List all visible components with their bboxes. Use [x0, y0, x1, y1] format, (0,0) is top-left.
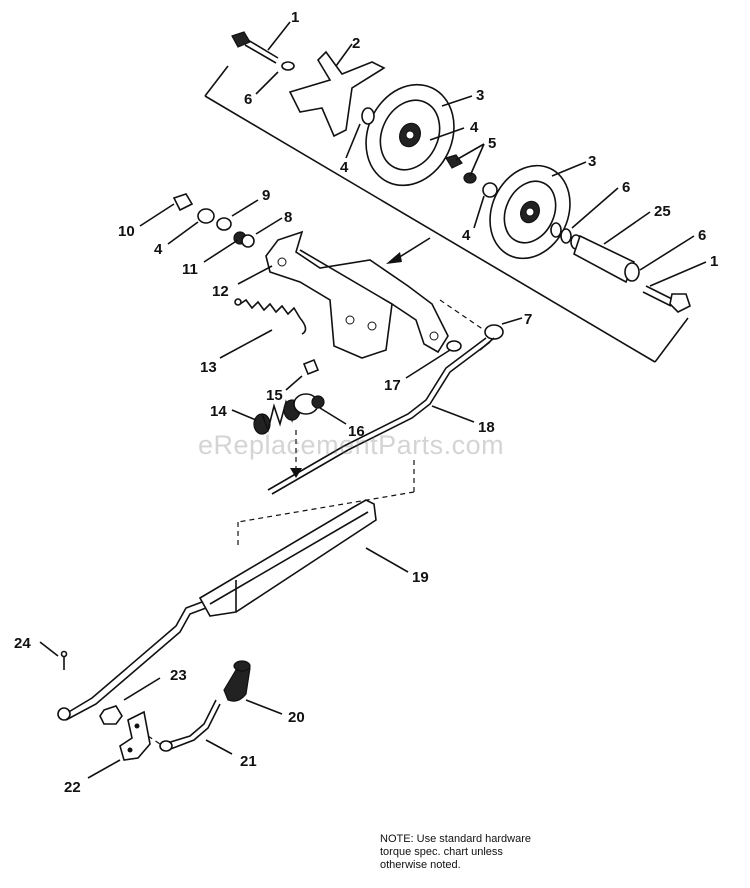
part-16-collar [293, 393, 325, 415]
down-arrow-head [290, 468, 302, 478]
callout-4-upper-left: 4 [340, 159, 349, 176]
callout-6-right-lower: 6 [698, 227, 706, 244]
part-1-bolt-right [642, 285, 691, 313]
callout-10: 10 [118, 223, 135, 240]
part-22-bracket [119, 710, 151, 761]
part-25-shaft [550, 222, 636, 284]
leader-lines [39, 21, 707, 779]
part-7-pin [439, 299, 504, 340]
note-line-1: NOTE: Use standard hardware [380, 833, 532, 845]
part-19-arm [57, 601, 207, 721]
part-4-spacer-upper [361, 107, 375, 125]
note-line-3: otherwise noted. [380, 859, 461, 871]
callout-7: 7 [524, 311, 532, 328]
callout-12: 12 [212, 283, 229, 300]
note-block: NOTE: Use standard hardware torque spec.… [380, 833, 610, 872]
callout-4-upper-right: 4 [470, 119, 479, 136]
callout-5: 5 [488, 135, 496, 152]
part-17-clip [446, 340, 462, 352]
callout-17: 17 [384, 377, 401, 394]
part-4-spacer-left [197, 208, 215, 224]
callout-19: 19 [412, 569, 429, 586]
callout-labels: 1 2 6 3 4 4 5 3 4 6 25 6 1 9 10 4 8 11 1… [14, 9, 718, 796]
part-9-washer [216, 217, 232, 231]
callout-15: 15 [266, 387, 283, 404]
part-5-nut-lower [463, 172, 477, 184]
callout-1-right: 1 [710, 253, 718, 270]
callout-3-upper: 3 [476, 87, 484, 104]
callout-8: 8 [284, 209, 292, 226]
part-18-rod [267, 337, 495, 495]
part-23-nut [99, 705, 123, 725]
callout-18: 18 [478, 419, 495, 436]
watermark: eReplacementParts.com [198, 430, 505, 460]
part-6-washer-top [281, 61, 295, 71]
part-13-spring [234, 298, 307, 335]
callout-21: 21 [240, 753, 257, 770]
callout-24: 24 [14, 635, 31, 652]
callout-25: 25 [654, 203, 671, 220]
part-12-idler-bracket [265, 230, 449, 359]
callout-14: 14 [210, 403, 227, 420]
part-8-washer [241, 234, 255, 248]
part-2-bracket [288, 50, 386, 138]
part-15-bolt [302, 358, 320, 376]
part-21-shift-arm [147, 699, 221, 752]
callout-4-lower: 4 [462, 227, 471, 244]
callout-2: 2 [352, 35, 360, 52]
callout-9: 9 [262, 187, 270, 204]
part-19-handle [198, 499, 377, 617]
callout-20: 20 [288, 709, 305, 726]
callout-23: 23 [170, 667, 187, 684]
part-10-bolt [172, 193, 194, 212]
callout-4-left: 4 [154, 241, 163, 258]
part-6-washer-right [624, 262, 640, 282]
part-5-nut-upper [445, 154, 463, 169]
rod-guide-dash [237, 460, 415, 546]
part-14-spring [253, 399, 301, 435]
callout-6-top: 6 [244, 91, 252, 108]
part-4-spacer-lower [482, 182, 498, 198]
callout-6-right-upper: 6 [622, 179, 630, 196]
callout-13: 13 [200, 359, 217, 376]
assembly-outline [204, 65, 689, 363]
part-24-pin [60, 650, 68, 670]
part-1-bolt-top [231, 31, 279, 64]
note-line-2: torque spec. chart unless [380, 846, 503, 858]
part-3-pulley-upper [365, 83, 455, 187]
callout-11: 11 [182, 261, 198, 278]
callout-3-lower: 3 [588, 153, 596, 170]
part-20-knob [223, 660, 251, 702]
callout-16: 16 [348, 423, 365, 440]
callout-22: 22 [64, 779, 81, 796]
callout-1-top: 1 [291, 9, 299, 26]
part-3-pulley-lower [489, 164, 571, 260]
